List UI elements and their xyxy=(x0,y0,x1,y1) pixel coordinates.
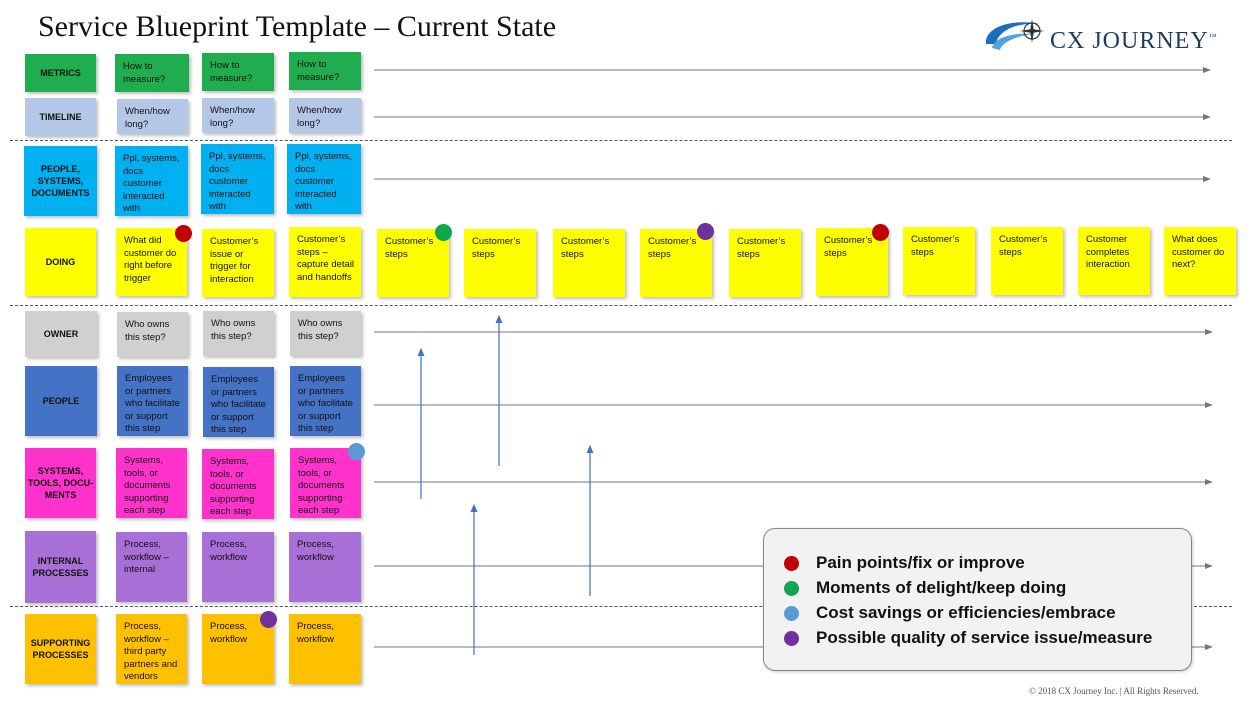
legend-item-delight: Moments of delight/keep doing xyxy=(784,578,1066,598)
sticky-note: When/how long? xyxy=(117,99,188,134)
cx-journey-logo: CX JOURNEY™ xyxy=(982,14,1222,58)
sticky-note: Process, workflow xyxy=(289,532,361,602)
row-label-supporting-processes: SUPPORTING PROCESSES xyxy=(25,614,96,684)
sticky-note: Ppl, systems, docs customer interacted w… xyxy=(287,144,361,214)
sticky-note: Customer completes interaction xyxy=(1078,227,1150,295)
sticky-note: Systems, tools, or documents supporting … xyxy=(202,449,274,519)
section-divider-1 xyxy=(10,140,1232,141)
page-title: Service Blueprint Template – Current Sta… xyxy=(38,10,557,43)
sticky-note: Customer’s steps xyxy=(640,229,712,297)
quality-issue-marker xyxy=(697,223,714,240)
sticky-note: Employees or partners who facilitate or … xyxy=(117,366,188,436)
sticky-note: Systems, tools, or documents supporting … xyxy=(116,448,187,518)
row-label-people: PEOPLE xyxy=(25,366,97,436)
delight-marker xyxy=(435,224,452,241)
row-label-systems-tools-documents: SYSTEMS, TOOLS, DOCU-MENTS xyxy=(25,448,96,518)
legend-text: Possible quality of service issue/measur… xyxy=(816,628,1153,647)
sticky-note: Process, workflow xyxy=(289,614,361,684)
legend-text: Moments of delight/keep doing xyxy=(816,578,1067,597)
sticky-note: Who owns this step? xyxy=(117,312,188,357)
row-label-owner: OWNER xyxy=(25,311,97,357)
pain-point-marker xyxy=(872,224,889,241)
sticky-note: Customer’s steps – capture detail and ha… xyxy=(289,227,361,297)
pain-dot-icon xyxy=(784,555,799,571)
sticky-note: Employees or partners who facilitate or … xyxy=(290,366,361,436)
sticky-note: When/how long? xyxy=(202,98,274,133)
sticky-note: Who owns this step? xyxy=(203,311,274,356)
section-divider-3 xyxy=(10,606,1232,607)
row-label-timeline: TIMELINE xyxy=(25,98,96,136)
row-label-metrics: METRICS xyxy=(25,54,96,92)
sticky-note: Customer’s steps xyxy=(377,229,449,297)
quality-dot-icon xyxy=(784,630,799,646)
sticky-note: Process, workflow – third party partners… xyxy=(116,614,187,684)
sticky-note: Process, workflow xyxy=(202,614,274,684)
sticky-note: Employees or partners who facilitate or … xyxy=(203,367,274,437)
sticky-note: Customer’s issue or trigger for interact… xyxy=(202,229,274,297)
sticky-note: Process, workflow – internal xyxy=(116,532,187,602)
sticky-note: Who owns this step? xyxy=(290,311,361,356)
legend-text: Cost savings or efficiencies/embrace xyxy=(816,603,1116,622)
sticky-note: How to measure? xyxy=(115,54,189,92)
sticky-note: Process, workflow xyxy=(202,532,274,602)
sticky-note: Customer’s steps xyxy=(553,229,625,297)
sticky-note: Ppl, systems, docs customer interacted w… xyxy=(201,144,274,214)
legend-item-cost: Cost savings or efficiencies/embrace xyxy=(784,603,1116,623)
cost-savings-marker xyxy=(348,443,365,460)
legend-item-pain: Pain points/fix or improve xyxy=(784,553,1025,573)
row-label-internal-processes: INTERNAL PROCESSES xyxy=(25,531,96,603)
sticky-note: Ppl, systems, docs customer interacted w… xyxy=(115,146,188,216)
handoff-arrows xyxy=(417,314,594,655)
legend-text: Pain points/fix or improve xyxy=(816,553,1025,572)
compass-swoosh-icon xyxy=(985,19,1044,50)
logo-name: CX JOURNEY xyxy=(1050,28,1209,54)
sticky-note: Customer’s steps xyxy=(991,227,1063,295)
sticky-note: Customer’s steps xyxy=(729,229,801,297)
quality-issue-marker xyxy=(260,611,277,628)
sticky-note: Customer’s steps xyxy=(903,227,975,295)
row-label-people-systems-documents: PEOPLE, SYSTEMS, DOCUMENTS xyxy=(24,146,97,216)
pain-point-marker xyxy=(175,225,192,242)
sticky-note: How to measure? xyxy=(202,53,274,91)
legend-box: Pain points/fix or improve Moments of de… xyxy=(763,528,1192,671)
logo-text: CX JOURNEY™ xyxy=(1050,28,1218,55)
sticky-note: Customer’s steps xyxy=(464,229,536,297)
section-divider-2 xyxy=(10,305,1232,306)
row-label-doing: DOING xyxy=(25,228,96,296)
sticky-note: When/how long? xyxy=(289,98,361,133)
sticky-note: Systems, tools, or documents supporting … xyxy=(290,448,361,518)
cost-dot-icon xyxy=(784,605,799,621)
delight-dot-icon xyxy=(784,580,799,596)
legend-item-quality: Possible quality of service issue/measur… xyxy=(784,628,1152,648)
logo-trademark: ™ xyxy=(1208,32,1218,41)
copyright-notice: © 2018 CX Journey Inc. | All Rights Rese… xyxy=(1029,686,1199,696)
sticky-note: What does customer do next? xyxy=(1164,227,1236,295)
sticky-note: What did customer do right before trigge… xyxy=(116,228,187,296)
sticky-note: How to measure? xyxy=(289,52,361,90)
